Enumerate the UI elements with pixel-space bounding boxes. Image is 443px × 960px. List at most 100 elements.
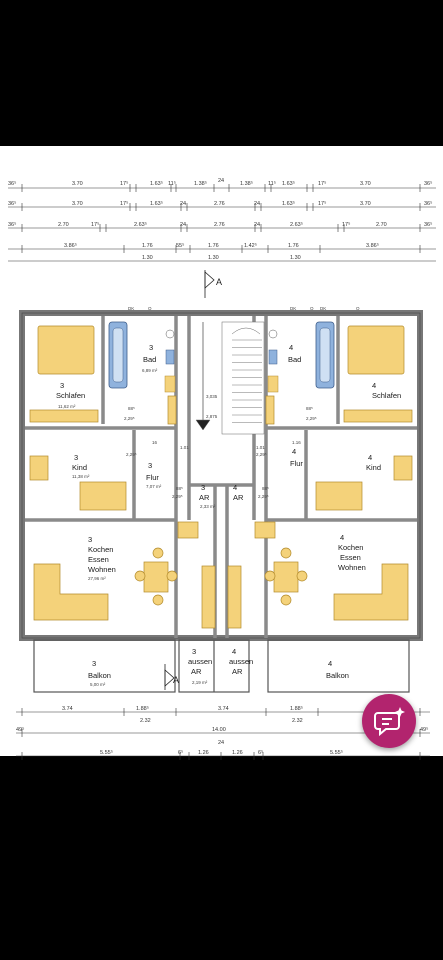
inner-d116: 1.16 — [292, 440, 301, 445]
label-aussen-left: aussen — [188, 657, 212, 666]
inner-dk-2: DK — [290, 306, 296, 311]
label-ar-left-num: 3 — [201, 483, 205, 492]
top-dim-r4-1: 1.76 — [142, 243, 153, 249]
inner-d229-1: 2,29⁵ — [124, 416, 135, 421]
top-dim-r1-2: 17⁵ — [120, 180, 128, 187]
inner-d229-5: 2,29⁵ — [172, 494, 183, 499]
top-dim-r2-4: 24 — [180, 201, 186, 207]
top-dim-r1-10: 17⁵ — [318, 180, 326, 187]
label-bad-left: Bad — [143, 355, 156, 364]
label-flur-left-num: 3 — [148, 461, 152, 470]
room-labels: 3 Bad 6,89 m² 4 Bad 3 Schlafen 11,62 m² … — [56, 343, 401, 687]
label-kochen-left-num: 3 — [88, 535, 92, 544]
bath-fixtures-left — [108, 321, 176, 393]
bottom-dim-r4-2: 1.26 — [198, 750, 209, 756]
bath-fixtures-right — [267, 321, 335, 393]
label-aussen-right-ar: AR — [232, 667, 243, 676]
inner-d229-3: 2,29⁵ — [126, 452, 137, 457]
label-schlafen-right: Schlafen — [372, 391, 401, 400]
inner-d2875: 2,875 — [206, 414, 218, 419]
top-dim-r3-3: 2.63⁵ — [134, 221, 147, 228]
outer-walls — [19, 310, 423, 641]
label-balkon-left: Balkon — [88, 671, 111, 680]
top-dim-r4-5: 1.76 — [288, 243, 299, 249]
top-dim-r2-10: 36⁵ — [424, 200, 432, 207]
top-dim-r3-10: 36⁵ — [424, 221, 432, 228]
top-dim-r1-4: 11⁵ — [168, 180, 176, 187]
top-dim-r5-1: 1.30 — [208, 255, 219, 261]
bottom-dim-r4-1: 6⁵ — [178, 749, 183, 756]
top-dim-r5-0: 1.30 — [142, 255, 153, 261]
stairwell — [195, 321, 265, 435]
bottom-dim-r1b-0: 2.32 — [140, 718, 151, 724]
top-dimension-labels: 36⁵ 3.70 17⁵ 1.63⁵ 11⁵ 1.38⁵ 24 1.38⁵ 11… — [8, 178, 432, 261]
top-dim-r4-2: 55⁵ — [176, 242, 184, 249]
top-dim-r2-7: 1.63⁵ — [282, 200, 295, 207]
label-kochen-right-num: 4 — [340, 533, 344, 542]
top-dim-r1-1: 3.70 — [72, 181, 83, 187]
inner-d3035: 3,035 — [206, 394, 218, 399]
inner-dk-1: DK — [128, 306, 134, 311]
balcony — [33, 639, 410, 693]
bottom-dim-r3-0: 24 — [218, 740, 224, 746]
label-ar-right: AR — [233, 493, 244, 502]
label-wohnen-left: Wohnen — [88, 565, 116, 574]
label-bad-left-area: 6,89 m² — [142, 368, 158, 373]
top-dimension-lines — [8, 187, 436, 262]
section-marker-bottom-label: A — [173, 675, 179, 685]
label-aussen-right: aussen — [229, 657, 253, 666]
inner-d88-3: 88⁵ — [176, 486, 183, 491]
top-dim-r2-3: 1.63⁵ — [150, 200, 163, 207]
label-balkon-left-area: 5,00 m² — [90, 682, 106, 687]
label-kind-left: Kind — [72, 463, 87, 472]
bottom-dim-r4-4: 6⁵ — [258, 749, 263, 756]
inner-o-1: O — [148, 306, 152, 311]
top-dim-r1-6: 24 — [218, 178, 224, 184]
section-marker-top-label: A — [216, 277, 222, 287]
inner-o-2: O — [310, 306, 314, 311]
bottom-dim-r2-0: 49⁵ — [16, 726, 24, 733]
label-balkon-left-num: 3 — [92, 659, 96, 668]
label-flur-left-area: 7,07 m² — [146, 484, 162, 489]
label-bad-left-num: 3 — [149, 343, 153, 352]
bottom-dim-r1-2: 3.74 — [218, 706, 229, 712]
bottom-dim-r4-3: 1.26 — [232, 750, 243, 756]
top-dim-r3-7: 2.63⁵ — [290, 221, 303, 228]
top-dim-r1-7: 1.38⁵ — [240, 180, 253, 187]
label-wohnen-left-area: 27,96 m² — [88, 576, 106, 581]
top-dim-r4-6: 3.86⁵ — [366, 242, 379, 249]
top-dim-r3-8: 17⁵ — [342, 221, 350, 228]
bottom-dimension-lines — [16, 711, 430, 757]
top-dim-r1-5: 1.38⁵ — [194, 180, 207, 187]
label-schlafen-right-num: 4 — [372, 381, 376, 390]
inner-dk-3: DK — [320, 306, 326, 311]
bottom-dim-r1-3: 1.88⁵ — [290, 705, 303, 712]
top-dim-r1-3: 1.63⁵ — [150, 180, 163, 187]
inner-dimensions: DK O DK O DK O 88⁵ 2,29⁵ 88⁵ 2,29⁵ 3,035… — [124, 306, 360, 499]
chat-sparkle-button[interactable] — [362, 694, 416, 748]
section-marker-top: A — [204, 270, 222, 298]
inner-d229-6: 2,29⁵ — [258, 494, 269, 499]
label-kochen-left: Kochen — [88, 545, 113, 554]
label-bad-right-num: 4 — [289, 343, 293, 352]
top-dim-r3-9: 2.70 — [376, 222, 387, 228]
bottom-dim-r4-0: 5.55⁵ — [100, 749, 113, 756]
label-schlafen-left-num: 3 — [60, 381, 64, 390]
top-dim-r2-5: 2.76 — [214, 201, 225, 207]
top-dim-r4-4: 1.42⁵ — [244, 242, 257, 249]
top-dim-r2-2: 17⁵ — [120, 200, 128, 207]
bottom-dim-r1-0: 3.74 — [62, 706, 73, 712]
top-dim-r1-9: 1.63⁵ — [282, 180, 295, 187]
label-kochen-right: Kochen — [338, 543, 363, 552]
bottom-dim-r1b-1: 2.32 — [292, 718, 303, 724]
section-marker-bottom: A — [164, 664, 179, 690]
top-dim-r2-9: 3.70 — [360, 201, 371, 207]
bottom-dim-r2-2: 49⁵ — [420, 726, 428, 733]
top-dim-r2-0: 36⁵ — [8, 200, 16, 207]
label-essen-left: Essen — [88, 555, 109, 564]
chat-sparkle-icon — [374, 707, 405, 737]
inner-o-3: O — [356, 306, 360, 311]
top-dim-r2-6: 24 — [254, 201, 260, 207]
top-dim-r1-11: 3.70 — [360, 181, 371, 187]
